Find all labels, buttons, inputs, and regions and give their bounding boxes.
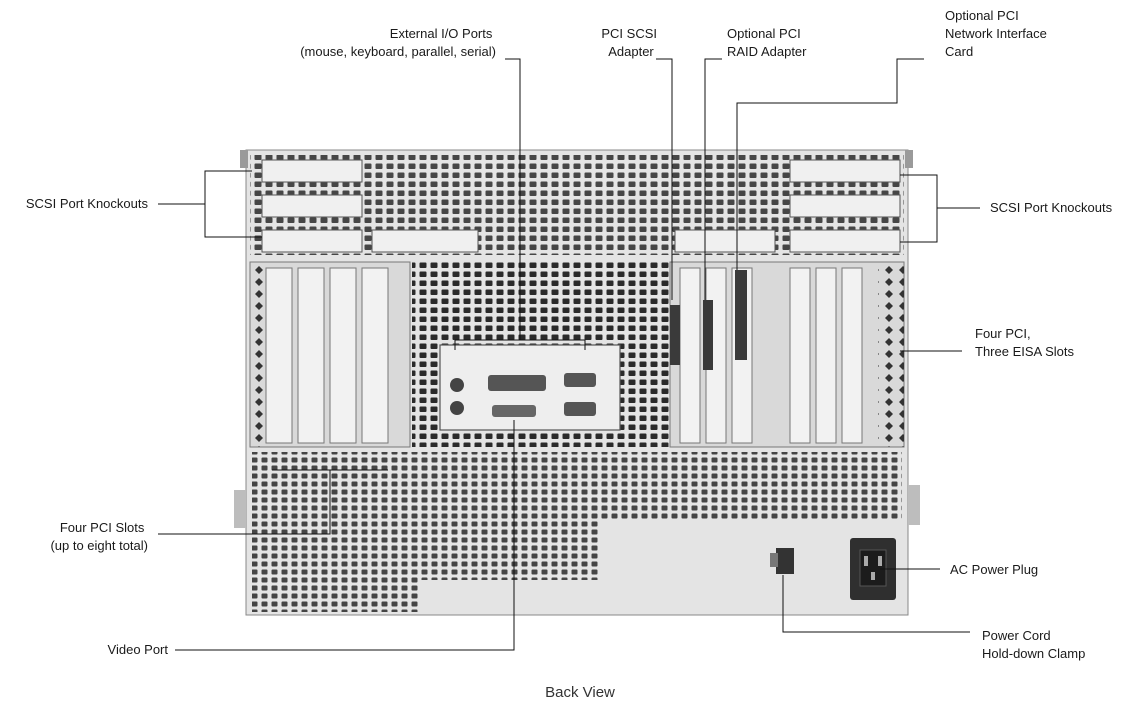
label-four-pci-slots: Four PCI Slots (up to eight total) [50, 520, 148, 553]
label-scsi-knockouts-left: SCSI Port Knockouts [26, 196, 149, 211]
label-scsi-knockouts-right: SCSI Port Knockouts [990, 200, 1113, 215]
label-network-card: Optional PCI Network Interface Card [945, 8, 1051, 59]
ac-power-plug [850, 538, 896, 600]
scsi-knockouts-left [261, 159, 479, 253]
label-raid-adapter: Optional PCI RAID Adapter [727, 26, 807, 59]
label-pci-scsi-adapter: PCI SCSI Adapter [601, 26, 660, 59]
figure-caption: Back View [545, 684, 615, 701]
leader-lines [158, 58, 980, 651]
scsi-knockouts-right [674, 159, 901, 253]
label-video-port: Video Port [108, 642, 169, 657]
label-power-cord-clamp: Power Cord Hold-down Clamp [982, 628, 1085, 661]
io-panel [439, 344, 621, 431]
label-ac-power-plug: AC Power Plug [950, 562, 1038, 577]
label-external-io: External I/O Ports (mouse, keyboard, par… [300, 26, 496, 59]
power-cord-clamp [770, 548, 794, 574]
label-pci-eisa-slots: Four PCI, Three EISA Slots [975, 326, 1074, 359]
chassis [234, 149, 920, 616]
pci-slot-covers-left [265, 267, 389, 444]
